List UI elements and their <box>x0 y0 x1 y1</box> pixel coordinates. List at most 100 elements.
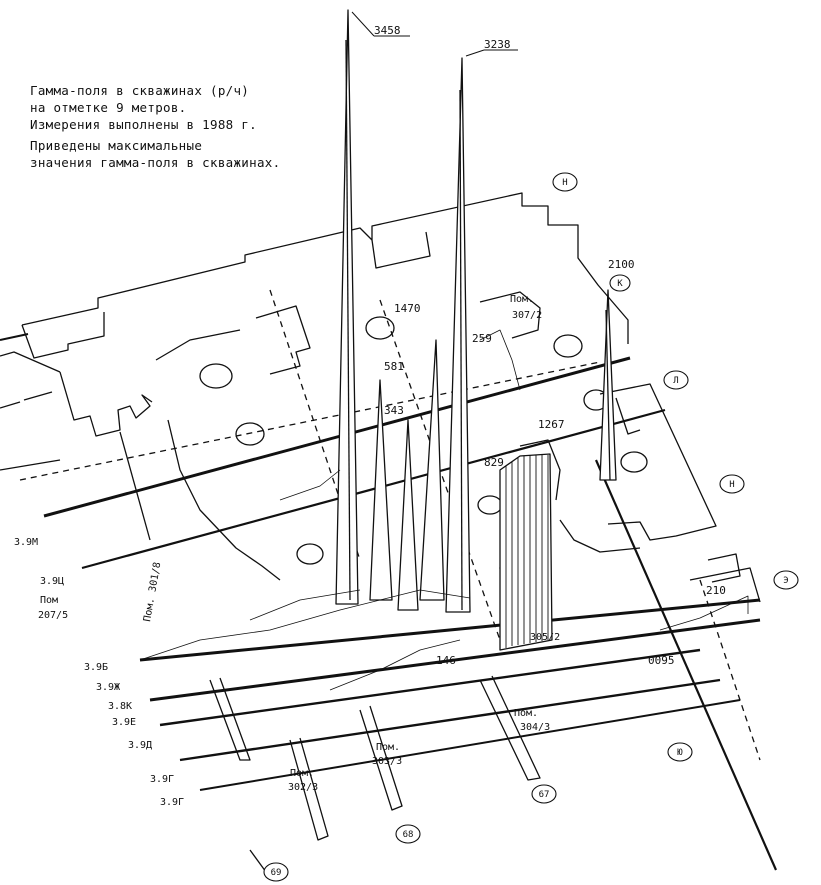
post <box>209 677 251 761</box>
building-plan <box>0 9 778 873</box>
wall-outline <box>559 519 641 553</box>
grid-bubbles: Н К Л Н Э Ю 67 68 69 <box>263 172 799 882</box>
axis-label: 3.9Г <box>150 774 174 785</box>
peak-labels: 3458 3238 2100 1470 259 581 343 1267 829… <box>351 11 726 667</box>
wall-outline <box>21 192 629 344</box>
well-circle <box>477 495 503 515</box>
grid-bubble-label: К <box>617 279 623 289</box>
axis-label: 3.9Е <box>112 717 136 728</box>
caption-line: Приведены максимальные <box>30 138 203 153</box>
grid-bubble-label: 67 <box>539 790 550 800</box>
axis-labels: 3.9М 3.9Ц 3.9Б 3.9Ж 3.8К 3.9Е 3.9Д 3.9Г … <box>14 537 184 808</box>
caption-line: Измерения выполнены в 1988 г. <box>30 117 257 132</box>
room-label: Пом. <box>376 742 400 753</box>
post <box>249 849 267 873</box>
well-circle <box>620 451 648 473</box>
axis-label: 3.9Г <box>160 797 184 808</box>
wall-outline <box>0 351 61 373</box>
gamma-spike <box>445 57 471 613</box>
post <box>359 705 403 811</box>
peak-label: 3458 <box>374 24 401 37</box>
beam-line <box>199 699 741 791</box>
well-circle <box>199 363 233 389</box>
room-label: 305/2 <box>530 632 560 643</box>
post <box>0 459 61 471</box>
beam-line <box>81 408 666 570</box>
gamma-spike-rib <box>605 309 611 481</box>
gamma-block <box>499 453 553 651</box>
peak-label: 146 <box>436 654 456 667</box>
beam-line <box>179 678 721 762</box>
grid-bubble-label: 68 <box>403 830 414 840</box>
wall-outline <box>479 291 541 339</box>
axis-label: 3.9Б <box>84 662 108 673</box>
wall-outline <box>59 371 153 437</box>
axis-label: 3.9М <box>14 537 38 548</box>
wall-outline <box>21 312 105 359</box>
beam-line <box>159 648 701 727</box>
room-label: 302/3 <box>288 782 318 793</box>
well-circle <box>553 334 583 358</box>
grid-bubble-label: Н <box>729 480 734 490</box>
peak-leader <box>351 11 375 37</box>
peak-label: 829 <box>484 456 504 469</box>
axis-label: 3.9Д <box>128 740 152 751</box>
well-circle <box>365 316 395 340</box>
room-label: Пом. 301/8 <box>142 561 163 622</box>
gamma-spike-rib <box>345 39 351 601</box>
gamma-block-hatch <box>505 455 549 648</box>
grid-bubble-label: Л <box>673 376 678 386</box>
beam-line <box>139 598 761 662</box>
gamma-spike <box>419 339 445 601</box>
wall-outline <box>615 397 641 435</box>
well-circle <box>296 543 324 565</box>
beam-line <box>149 618 761 702</box>
grid-dashed <box>699 579 761 761</box>
wall-outline <box>599 383 717 541</box>
post <box>289 737 329 841</box>
peak-label: 1470 <box>394 302 421 315</box>
room-label: 207/5 <box>38 610 68 621</box>
beam-line <box>0 333 29 341</box>
peak-label: 2100 <box>608 258 635 271</box>
peak-label: 3238 <box>484 38 511 51</box>
grid-dashed <box>269 289 361 561</box>
grid-bubble <box>663 370 689 390</box>
wall-outline <box>167 419 281 581</box>
grid-bubble <box>263 862 289 882</box>
wall-outline <box>519 439 561 501</box>
room-label: 307/2 <box>512 310 542 321</box>
peak-label: 343 <box>384 404 404 417</box>
gamma-spike <box>335 9 359 605</box>
peak-label: 1267 <box>538 418 565 431</box>
room-label: 303/3 <box>372 756 402 767</box>
axis-label: 3.9Ж <box>96 682 120 693</box>
axis-label: 3.9Ц <box>40 576 64 587</box>
gamma-spike-rib <box>459 89 463 611</box>
wall-outline <box>255 305 311 375</box>
peak-leader <box>465 49 485 57</box>
grid-bubble <box>531 784 557 804</box>
grid-bubble-label: 69 <box>271 868 282 878</box>
wall-outline <box>119 431 151 541</box>
room-label: Пом <box>40 595 58 606</box>
peak-label: 581 <box>384 360 404 373</box>
gamma-band-hatch <box>139 329 749 691</box>
wall-outline <box>23 391 53 401</box>
peak-label: 210 <box>706 584 726 597</box>
beam-line <box>43 356 631 518</box>
diagram-caption: Гамма-поля в скважинах (р/ч) на отметке … <box>30 82 280 171</box>
grid-bubble <box>552 172 578 192</box>
room-label: 304/3 <box>520 722 550 733</box>
post <box>0 401 21 409</box>
axis-label: 3.8К <box>108 701 132 712</box>
grid-bubble <box>773 570 799 590</box>
room-label: Пом. <box>514 708 538 719</box>
grid-bubble-label: Ю <box>677 748 683 758</box>
peak-label: 259 <box>472 332 492 345</box>
wall-outline <box>689 567 761 603</box>
grid-bubble-label: Э <box>783 576 788 586</box>
gamma-spike <box>397 419 419 611</box>
room-label: Пом. <box>290 768 314 779</box>
